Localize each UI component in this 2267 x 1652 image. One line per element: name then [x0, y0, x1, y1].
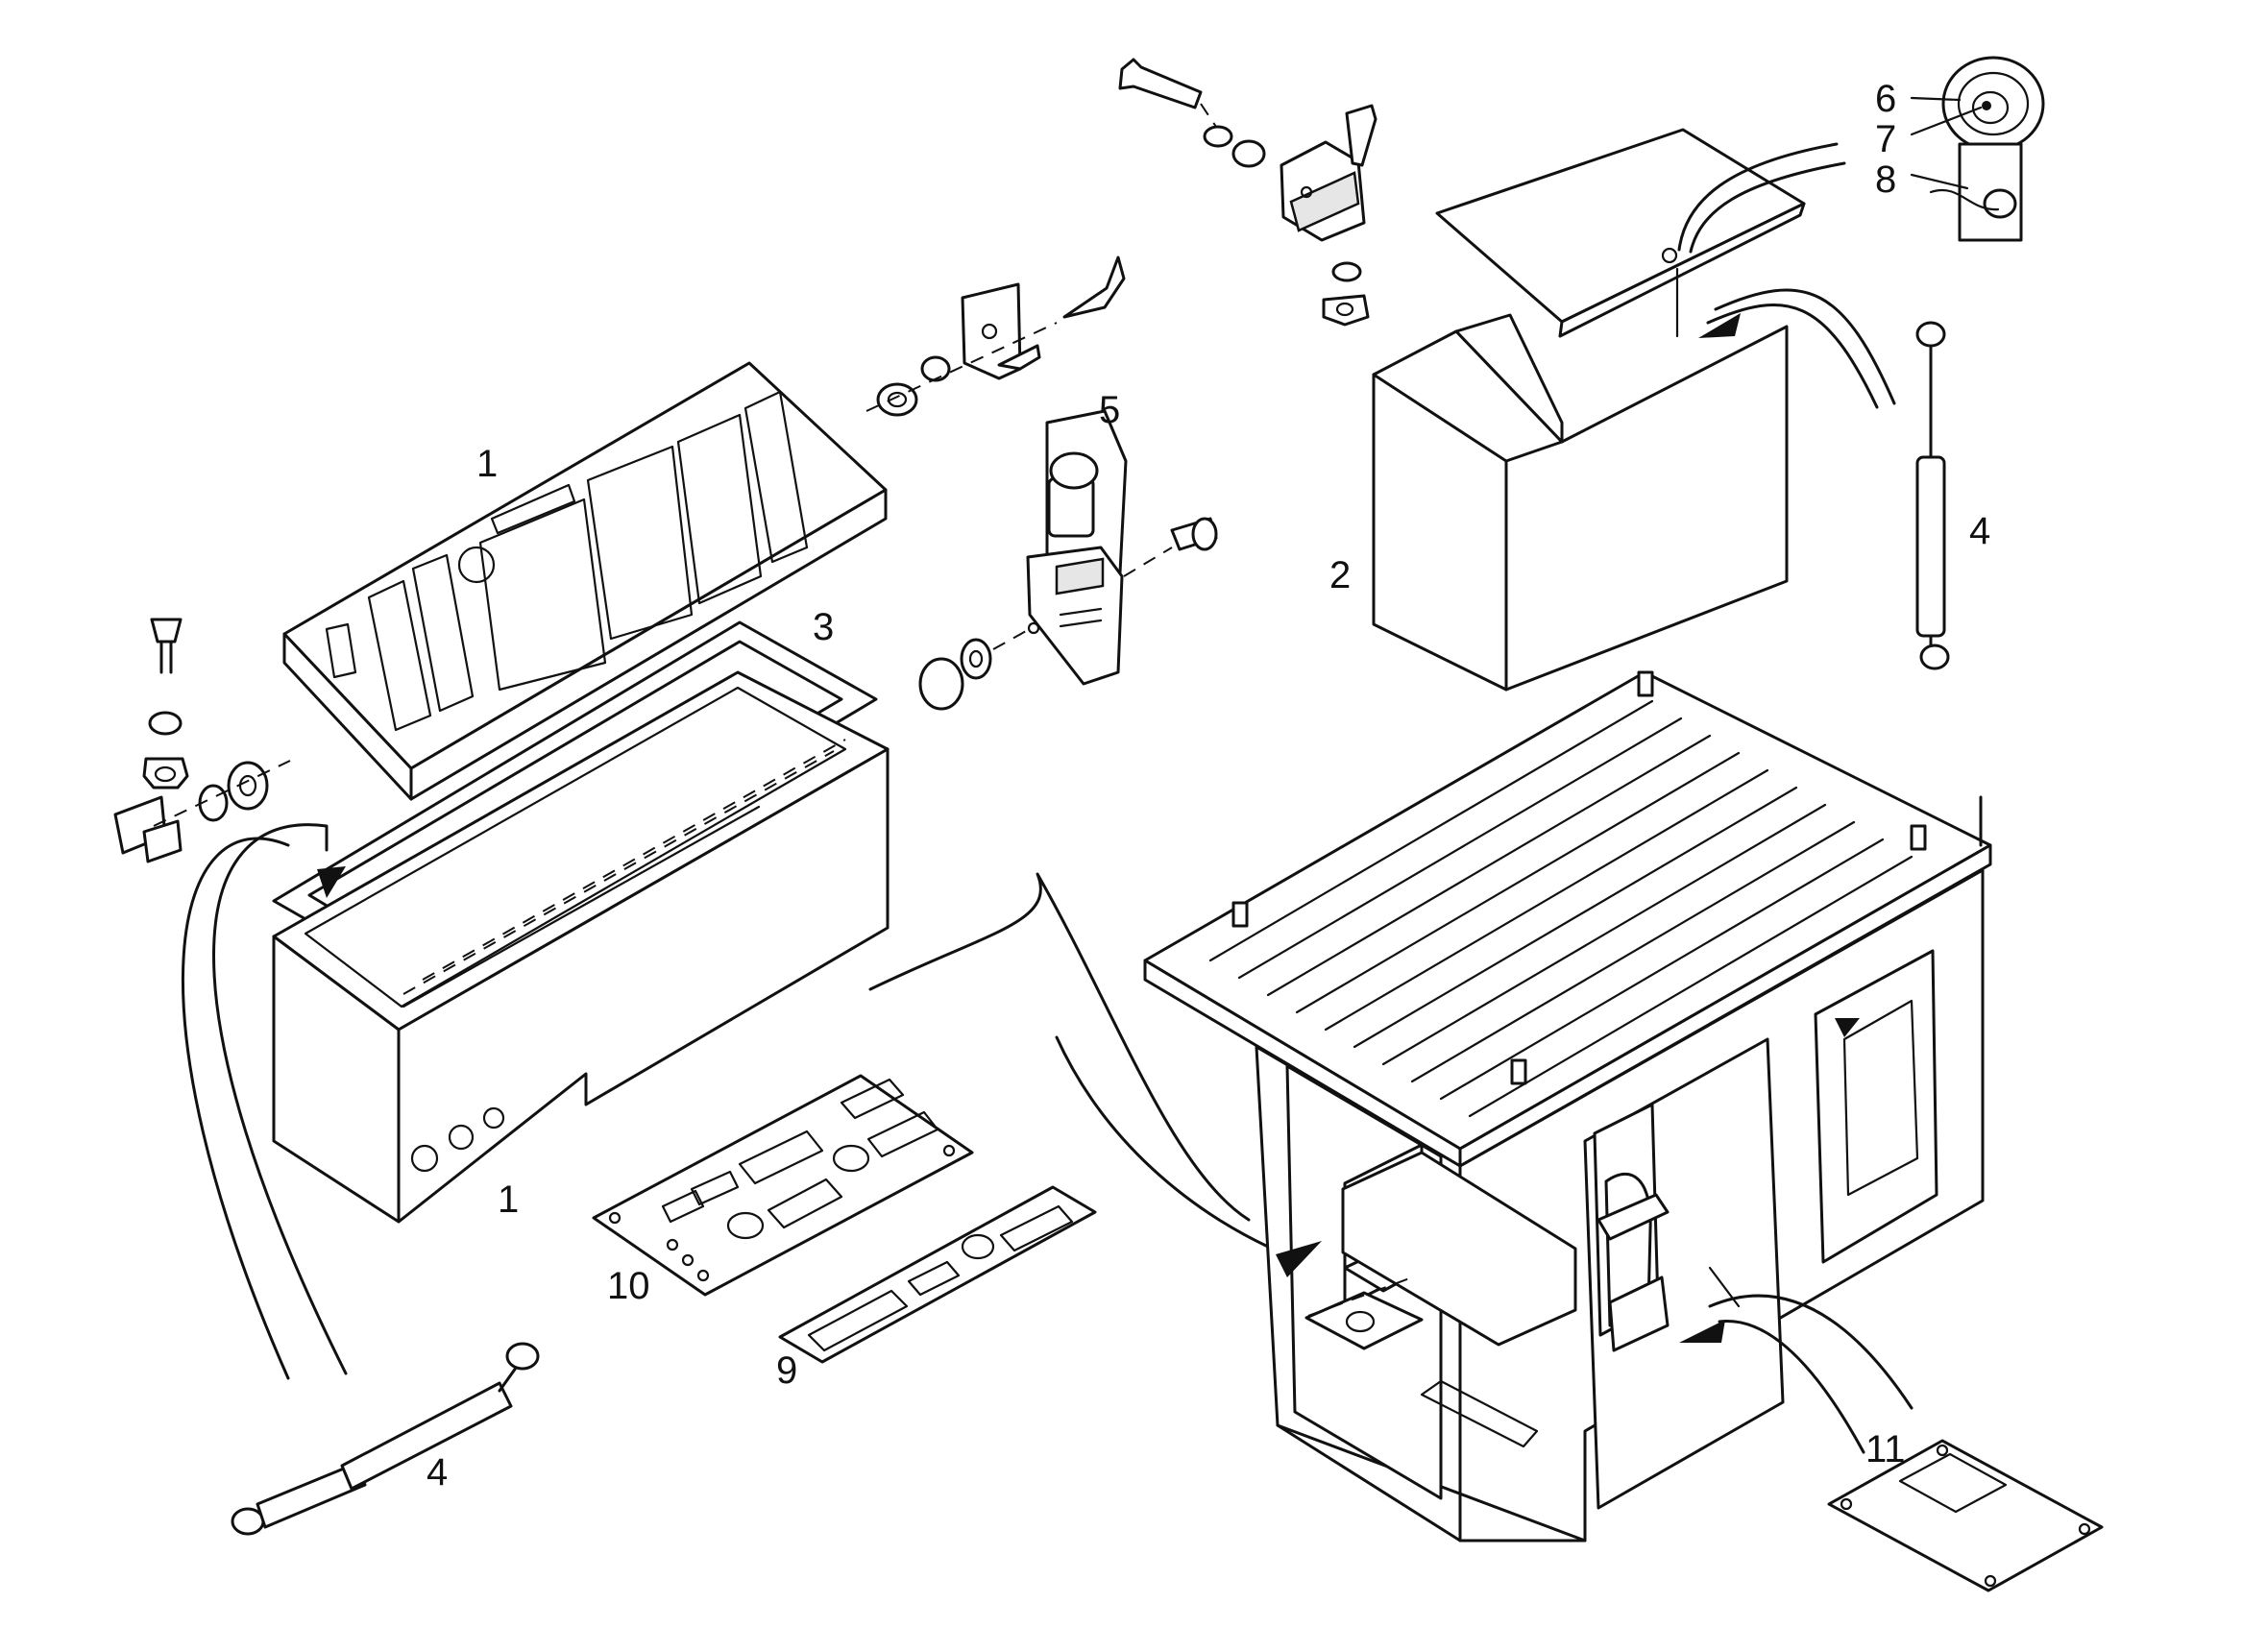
gas-strut-right	[1915, 321, 1950, 670]
callout-4-right: 4	[1969, 510, 1990, 552]
callout-5: 5	[1099, 389, 1120, 431]
callout-2: 2	[1329, 554, 1351, 596]
callout-9: 9	[776, 1349, 797, 1392]
round-knob-6-7-8	[1929, 56, 2045, 242]
gasket-plate-9	[778, 1185, 1097, 1364]
console-box	[272, 670, 890, 1224]
callout-10: 10	[607, 1265, 650, 1307]
assembly-arrow-left	[181, 823, 348, 1380]
gas-strut-bottom	[231, 1342, 540, 1536]
leader-lines	[1910, 96, 1983, 190]
panel-cover-top	[282, 361, 888, 801]
cover-lid	[1435, 128, 1846, 338]
callout-7: 7	[1875, 118, 1896, 160]
callout-11: 11	[1865, 1428, 1906, 1470]
callout-1-top: 1	[476, 443, 498, 485]
callout-1-bottom: 1	[498, 1178, 519, 1221]
callout-6: 6	[1875, 78, 1896, 120]
callout-3: 3	[813, 606, 834, 648]
center-bracket-hardware	[865, 255, 1126, 417]
assembly-arrow-right	[1679, 1294, 1914, 1454]
callout-8: 8	[1875, 158, 1896, 201]
housing-2	[1372, 267, 1896, 692]
latch-switch-assembly	[918, 409, 1218, 711]
left-hardware-stack	[113, 618, 291, 863]
operator-cab	[1143, 670, 1992, 1543]
switch-plate-10	[592, 1074, 974, 1297]
cover-plate-11	[1827, 1439, 2104, 1592]
hinge-hardware	[1118, 58, 1377, 327]
callout-4-bottom: 4	[427, 1451, 448, 1494]
